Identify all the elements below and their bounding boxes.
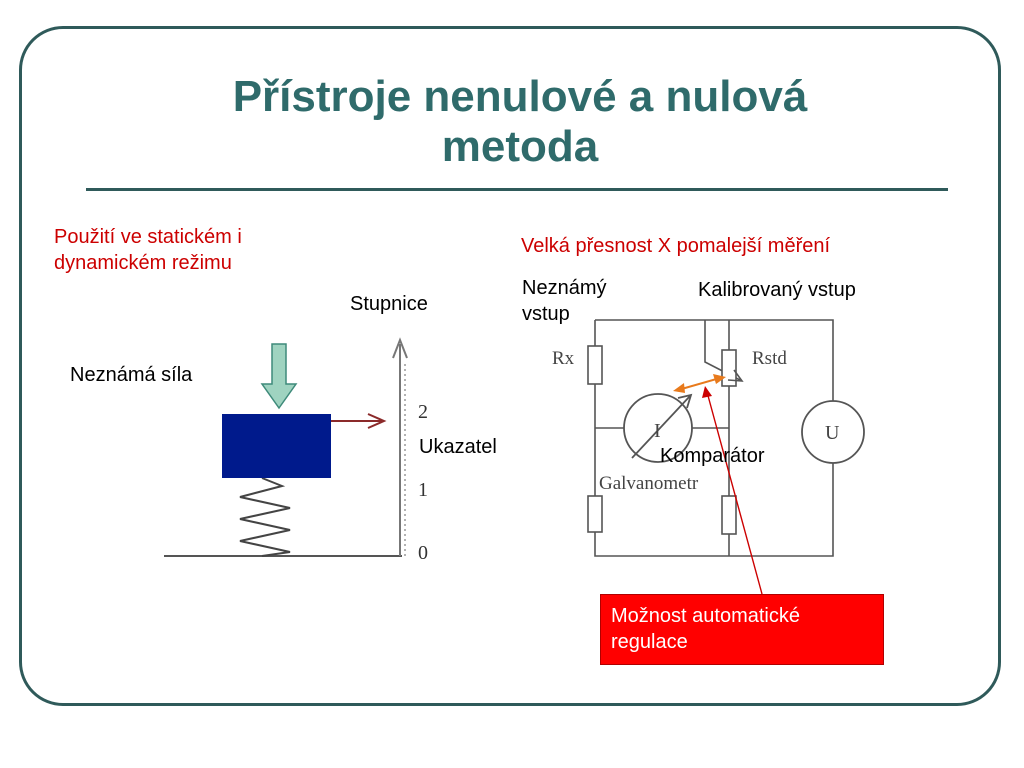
force-arrow-icon (260, 343, 298, 410)
label-galvanometer: Galvanometr (599, 473, 699, 494)
comparator-arrow-head (713, 374, 726, 384)
label-comparator: Komparátor (660, 445, 765, 467)
comparator-arrow (677, 377, 721, 391)
comparator-arrow-head (673, 383, 685, 393)
slide-title: Přístroje nenulové a nulová metoda (232, 72, 808, 171)
tick-label: 0 (418, 542, 428, 564)
spring (239, 477, 291, 557)
mass-block (222, 414, 331, 478)
label-scale: Stupnice (350, 293, 428, 315)
resistor-lower-left (587, 495, 603, 533)
label-pointer: Ukazatel (419, 436, 497, 458)
label-unknown-force: Neznámá síla (70, 364, 193, 386)
rstd-wiper-arrow-head (727, 369, 744, 382)
galvanometer-needle-head (677, 393, 693, 409)
automatic-regulation-box: Možnost automatické regulace (600, 594, 884, 665)
resistor-lower-right (721, 495, 737, 535)
pointer-arrow-head (367, 413, 387, 429)
scale-arrow-head (392, 337, 408, 359)
label-rx: Rx (552, 348, 575, 369)
label-rstd: Rstd (752, 348, 787, 369)
callout-arrow-head (702, 386, 712, 398)
resistor-rx (587, 345, 603, 385)
galvanometer-needle (631, 395, 691, 459)
slide-frame (19, 26, 1001, 706)
circuit-wire (594, 319, 834, 557)
label-unknown-input: Neznámý vstup (522, 277, 607, 325)
voltage-source-symbol: U (825, 422, 840, 444)
galvanometer-symbol: I (654, 420, 661, 442)
title-underline (86, 188, 948, 191)
voltage-source-icon (801, 400, 865, 464)
left-caption: Použití ve statickém i dynamickém režimu (54, 226, 242, 274)
tick-label: 1 (418, 479, 428, 501)
tick-label: 2 (418, 401, 428, 423)
callout-line (706, 391, 763, 595)
right-caption: Velká přesnost X pomalejší měření (521, 235, 831, 257)
label-calibrated-input: Kalibrovaný vstup (698, 279, 856, 301)
